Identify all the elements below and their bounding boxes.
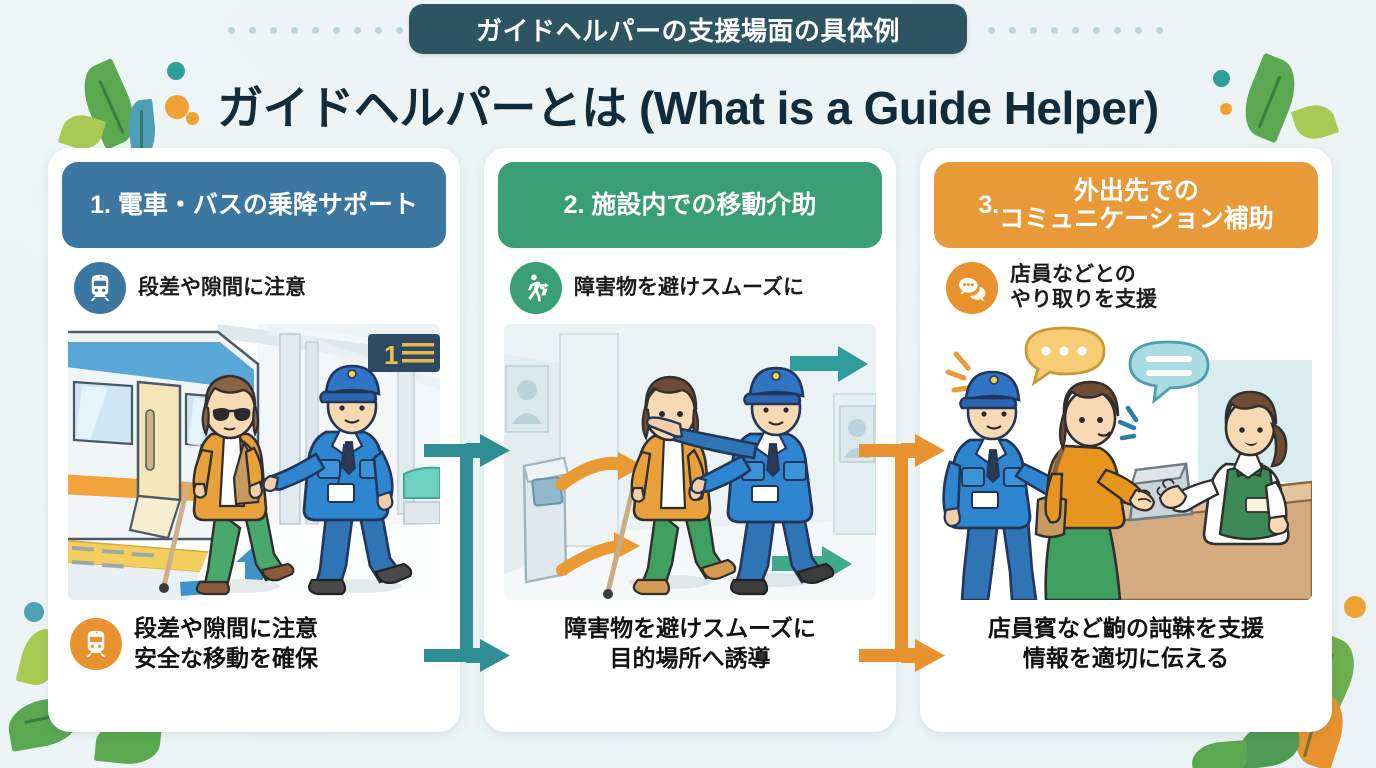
card-3-footer-line-1: 店員賓など齣の訰靺を支援 (988, 615, 1264, 641)
card-2-subheading-row: 障害物を避けスムーズに (484, 248, 896, 322)
train-icon (74, 262, 126, 314)
card-1-footer-text: 段差や隙間に注意 安全な移動を確保 (134, 614, 318, 674)
card-2-footer-line-1: 障害物を避けスムーズに (564, 615, 816, 641)
card-3-footer-line-2: 情報を適切に伝える (1022, 644, 1230, 671)
header-dot-line-left (228, 27, 403, 34)
card-1-heading-label: 1. 電車・バスの乗降サポート (90, 191, 418, 219)
card-3-subheading-line-1: 店員などとの (1010, 263, 1136, 287)
dot-decor (1213, 70, 1230, 87)
card-3-number: 3. (978, 191, 1000, 219)
dot-decor (186, 112, 199, 125)
header-badge-label: ガイドヘルパーの支援場面の具体例 (475, 15, 900, 46)
dot-decor (24, 602, 44, 622)
dot-decor (167, 62, 185, 80)
card-2-subheading-label: 障害物を避けスムーズに (574, 275, 804, 299)
card-2-heading-label: 2. 施設内での移動介助 (563, 191, 817, 219)
card-indoor-mobility-assistance[interactable]: 2. 施設内での移動介助 (484, 148, 896, 732)
connector-1-to-2 (424, 430, 524, 676)
card-1-subheading-label: 段差や隙間に注意 (138, 275, 306, 299)
card-1-subheading-row: 段差や隙間に注意 (48, 248, 460, 322)
page-title: ガイドヘルパーとは (What is a Guide Helper) (217, 82, 1159, 134)
chat-bubbles-icon (946, 262, 998, 314)
card-3-header: 3. 外出先での コミュニケーション補助 (934, 162, 1318, 248)
card-3-subheading-row: 店員などとの やり取りを支援 (920, 248, 1332, 322)
card-2-footer-text: 障害物を避けスムーズに 目的場所へ誘導 (564, 614, 816, 674)
header-badge: ガイドヘルパーの支援場面の具体例 (409, 4, 967, 54)
card-1-footer-line-2: 安全な移動を確保 (134, 644, 318, 671)
dot-decor (1220, 103, 1232, 115)
leaf-decor (1190, 740, 1250, 768)
cards-container: 1. 電車・バスの乗降サポート 段差や隙間に注意 (48, 148, 1332, 732)
card-train-bus-support[interactable]: 1. 電車・バスの乗降サポート 段差や隙間に注意 (48, 148, 460, 732)
card-3-subheading-text: 店員などとの やり取りを支援 (1010, 263, 1157, 313)
header-dot-line-right (988, 27, 1163, 34)
svg-text:1: 1 (384, 340, 398, 370)
connector-2-to-3 (859, 430, 959, 676)
card-1-footer: 段差や隙間に注意 安全な移動を確保 (48, 600, 460, 674)
dot-decor (165, 95, 189, 119)
card-2-footer: 障害物を避けスムーズに 目的場所へ誘導 (484, 600, 896, 674)
card-2-illustration (504, 324, 876, 600)
card-3-illustration (940, 324, 1312, 600)
card-3-subheading-line-2: やり取りを支援 (1010, 288, 1157, 311)
card-3-footer-text: 店員賓など齣の訰靺を支援 情報を適切に伝える (988, 614, 1264, 674)
card-3-footer: 店員賓など齣の訰靺を支援 情報を適切に伝える (920, 600, 1332, 674)
dot-decor (1344, 596, 1366, 618)
card-3-heading-stack: 外出先での コミュニケーション補助 (999, 177, 1274, 233)
card-3-heading-line-2: コミュニケーション補助 (999, 205, 1274, 233)
card-1-header: 1. 電車・バスの乗降サポート (62, 162, 446, 248)
card-1-illustration: 1 (68, 324, 440, 600)
card-communication-support[interactable]: 3. 外出先での コミュニケーション補助 店員などとの やり取りを支援 (920, 148, 1332, 732)
pedestrian-obstacle-icon (510, 262, 562, 314)
card-3-heading-line-1: 外出先での (1073, 177, 1199, 205)
card-2-header: 2. 施設内での移動介助 (498, 162, 882, 248)
card-1-footer-line-1: 段差や隙間に注意 (134, 615, 318, 641)
leaf-vein (140, 110, 143, 156)
train-icon (70, 617, 122, 670)
card-2-footer-line-2: 目的場所へ誘導 (609, 644, 771, 671)
